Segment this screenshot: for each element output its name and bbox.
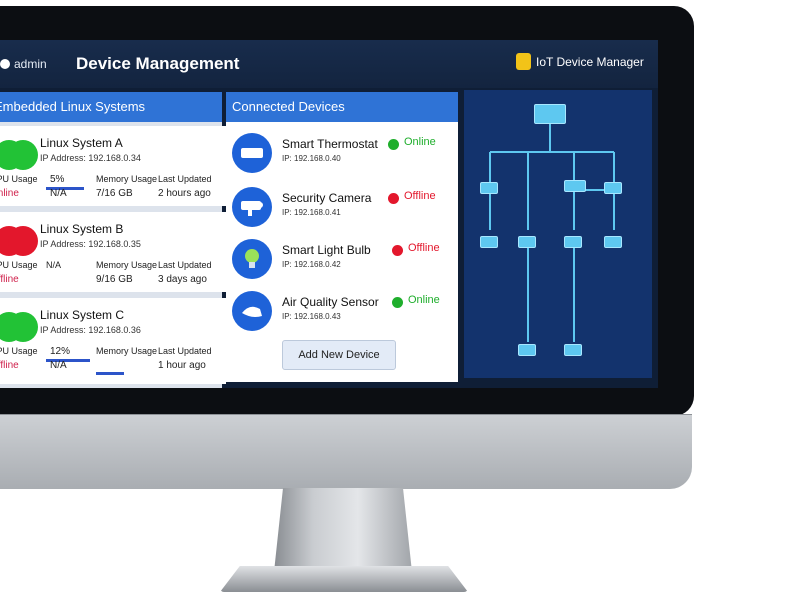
system-name: Linux System A xyxy=(40,136,123,150)
top-bar: admin Device Management IoT Device Manag… xyxy=(0,40,658,88)
system-ip: IP Address: 192.168.0.34 xyxy=(40,153,141,163)
network-node-icon[interactable] xyxy=(518,236,536,248)
device-ip: IP: 192.168.0.43 xyxy=(282,312,341,321)
device-status: Online xyxy=(408,294,440,306)
status-dot-icon xyxy=(8,226,38,256)
server-node-icon[interactable] xyxy=(534,104,566,124)
topology-lines xyxy=(489,124,615,342)
cpu-usage-label: CPU Usage xyxy=(0,346,38,356)
system-status: Online xyxy=(0,188,19,199)
monitor-stand-neck xyxy=(274,488,412,572)
cpu-usage-label: CPU Usage xyxy=(0,174,38,184)
linux-system-card-b[interactable]: Linux System B IP Address: 192.168.0.35 … xyxy=(0,212,229,292)
system-ip: IP Address: 192.168.0.36 xyxy=(40,325,141,335)
system-name: Linux System B xyxy=(40,222,124,236)
monitor-chin xyxy=(0,414,692,489)
system-status: Offline xyxy=(0,274,19,285)
system-ip: IP Address: 192.168.0.35 xyxy=(40,239,141,249)
status-dot-icon xyxy=(388,139,399,150)
cpu-usage-label: CPU Usage xyxy=(0,260,38,270)
device-row-air-quality[interactable]: Air Quality Sensor IP: 192.168.0.43 Onli… xyxy=(226,286,458,338)
cpu-usage-value: 12% xyxy=(50,346,71,357)
memory-value: N/A xyxy=(50,360,67,371)
memory-usage-value: 7/16 GB xyxy=(96,188,133,199)
monitor-stand-base xyxy=(220,566,468,592)
iot-logo-icon xyxy=(516,53,531,70)
air-sensor-icon xyxy=(232,291,272,331)
device-name: Air Quality Sensor xyxy=(282,295,379,309)
thermostat-icon xyxy=(232,133,272,173)
memory-usage-value: 9/16 GB xyxy=(96,274,133,285)
brand-name: IoT Device Manager xyxy=(536,55,644,69)
device-name: Smart Light Bulb xyxy=(282,243,371,257)
system-name: Linux System C xyxy=(40,308,125,322)
connected-devices-panel: Connected Devices Smart Thermostat IP: 1… xyxy=(226,92,458,382)
status-dot-icon xyxy=(392,245,403,256)
device-ip: IP: 192.168.0.41 xyxy=(282,208,341,217)
network-node-icon[interactable] xyxy=(480,182,498,194)
device-status: Offline xyxy=(404,190,436,202)
device-status: Online xyxy=(404,136,436,148)
linux-systems-panel-title: Embedded Linux Systems xyxy=(0,92,222,122)
network-topology-panel xyxy=(464,90,652,378)
device-name: Security Camera xyxy=(282,191,372,205)
device-row-camera[interactable]: Security Camera IP: 192.168.0.41 Offline xyxy=(226,182,458,234)
cpu-usage-bar xyxy=(46,359,90,362)
user-name[interactable]: admin xyxy=(14,57,47,71)
device-ip: IP: 192.168.0.40 xyxy=(282,154,341,163)
device-status: Offline xyxy=(408,242,440,254)
device-row-thermostat[interactable]: Smart Thermostat IP: 192.168.0.40 Online xyxy=(226,128,458,180)
device-ip: IP: 192.168.0.42 xyxy=(282,260,341,269)
last-updated-label: Last Updated xyxy=(158,260,212,270)
device-name: Smart Thermostat xyxy=(282,137,378,151)
system-status: Offline xyxy=(0,360,19,371)
device-row-light-bulb[interactable]: Smart Light Bulb IP: 192.168.0.42 Offlin… xyxy=(226,234,458,286)
memory-usage-label: Memory Usage xyxy=(96,174,158,184)
light-bulb-icon xyxy=(232,239,272,279)
status-dot-icon xyxy=(388,193,399,204)
last-updated-value: 1 hour ago xyxy=(158,360,206,371)
page-title: Device Management xyxy=(76,54,240,73)
memory-usage-label: Memory Usage xyxy=(96,260,158,270)
cpu-value: N/A xyxy=(46,260,62,270)
memory-usage-bar xyxy=(96,372,124,375)
last-updated-value: 2 hours ago xyxy=(158,188,211,199)
network-node-icon[interactable] xyxy=(564,180,586,192)
network-node-icon[interactable] xyxy=(518,344,536,356)
status-dot-icon xyxy=(8,140,38,170)
cpu-usage-bar xyxy=(46,187,84,190)
monitor-screen: admin Device Management IoT Device Manag… xyxy=(0,40,658,388)
network-node-icon[interactable] xyxy=(564,344,582,356)
memory-usage-label: Memory Usage xyxy=(96,346,158,356)
last-updated-value: 3 days ago xyxy=(158,274,207,285)
camera-icon xyxy=(232,187,272,227)
cpu-value: N/A xyxy=(50,188,67,199)
last-updated-label: Last Updated xyxy=(158,346,212,356)
add-new-device-button[interactable]: Add New Device xyxy=(282,340,396,370)
status-dot-icon xyxy=(392,297,403,308)
network-node-icon[interactable] xyxy=(480,236,498,248)
status-dot-icon xyxy=(8,312,38,342)
cpu-usage-value: 5% xyxy=(50,174,65,185)
connected-devices-panel-title: Connected Devices xyxy=(226,92,458,122)
user-icon[interactable] xyxy=(0,59,10,69)
network-node-icon[interactable] xyxy=(604,182,622,194)
linux-system-card-a[interactable]: Linux System A IP Address: 192.168.0.34 … xyxy=(0,126,229,206)
network-node-icon[interactable] xyxy=(564,236,582,248)
network-node-icon[interactable] xyxy=(604,236,622,248)
linux-systems-panel: Embedded Linux Systems Linux System A IP… xyxy=(0,92,229,388)
last-updated-label: Last Updated xyxy=(158,174,212,184)
linux-system-card-c[interactable]: Linux System C IP Address: 192.168.0.36 … xyxy=(0,298,229,384)
